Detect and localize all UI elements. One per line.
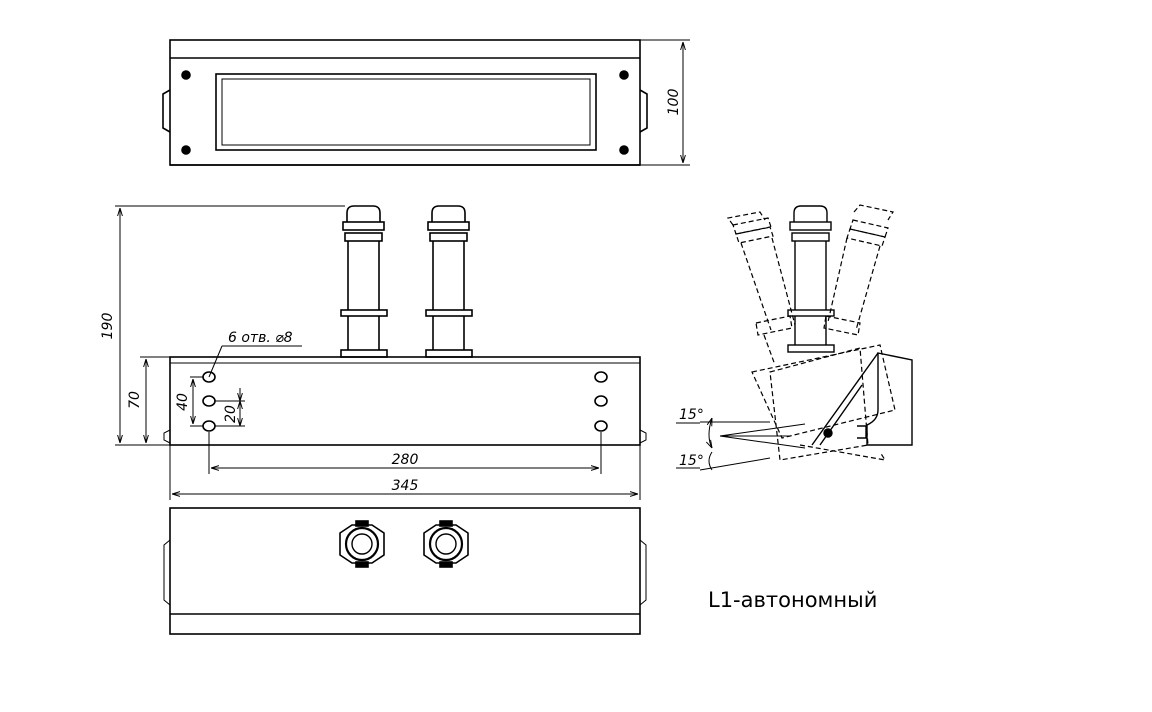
hole-note-label: 6 отв. ⌀8 xyxy=(228,330,293,346)
front-view xyxy=(163,205,647,446)
handle-right xyxy=(639,89,648,133)
front-view-body xyxy=(169,356,641,446)
dim-overall-length-label: 345 xyxy=(392,478,419,494)
angle-dimensions xyxy=(676,418,806,471)
bottom-view xyxy=(163,507,647,635)
side-alt-positions xyxy=(726,204,896,461)
dim-top-height xyxy=(640,39,690,166)
dim-hole-spacing-horizontal-label: 280 xyxy=(392,452,419,468)
top-view xyxy=(162,39,648,166)
mounting-hole xyxy=(202,371,608,432)
handle-left xyxy=(162,89,171,133)
dim-body-height-label: 70 xyxy=(127,391,143,409)
dim-hole-offset-label: 20 xyxy=(223,405,239,423)
side-housing xyxy=(866,352,913,446)
angle-upper-label: 15° xyxy=(679,407,704,423)
side-post-center xyxy=(787,205,835,353)
top-view-panel xyxy=(215,73,597,151)
side-view xyxy=(726,204,913,461)
cable-gland-icon xyxy=(339,520,469,568)
angle-lower-label: 15° xyxy=(679,453,704,469)
front-dimensions xyxy=(115,205,641,500)
post-left xyxy=(340,205,388,358)
screw-icon xyxy=(181,70,629,155)
bottom-view-frame xyxy=(169,507,641,635)
drawing-caption: L1-автономный xyxy=(708,588,878,612)
dim-total-height-label: 190 xyxy=(100,313,116,340)
post-right xyxy=(425,205,473,358)
dim-top-height-label: 100 xyxy=(666,89,682,116)
dim-hole-spacing-vertical-label: 40 xyxy=(175,393,191,411)
